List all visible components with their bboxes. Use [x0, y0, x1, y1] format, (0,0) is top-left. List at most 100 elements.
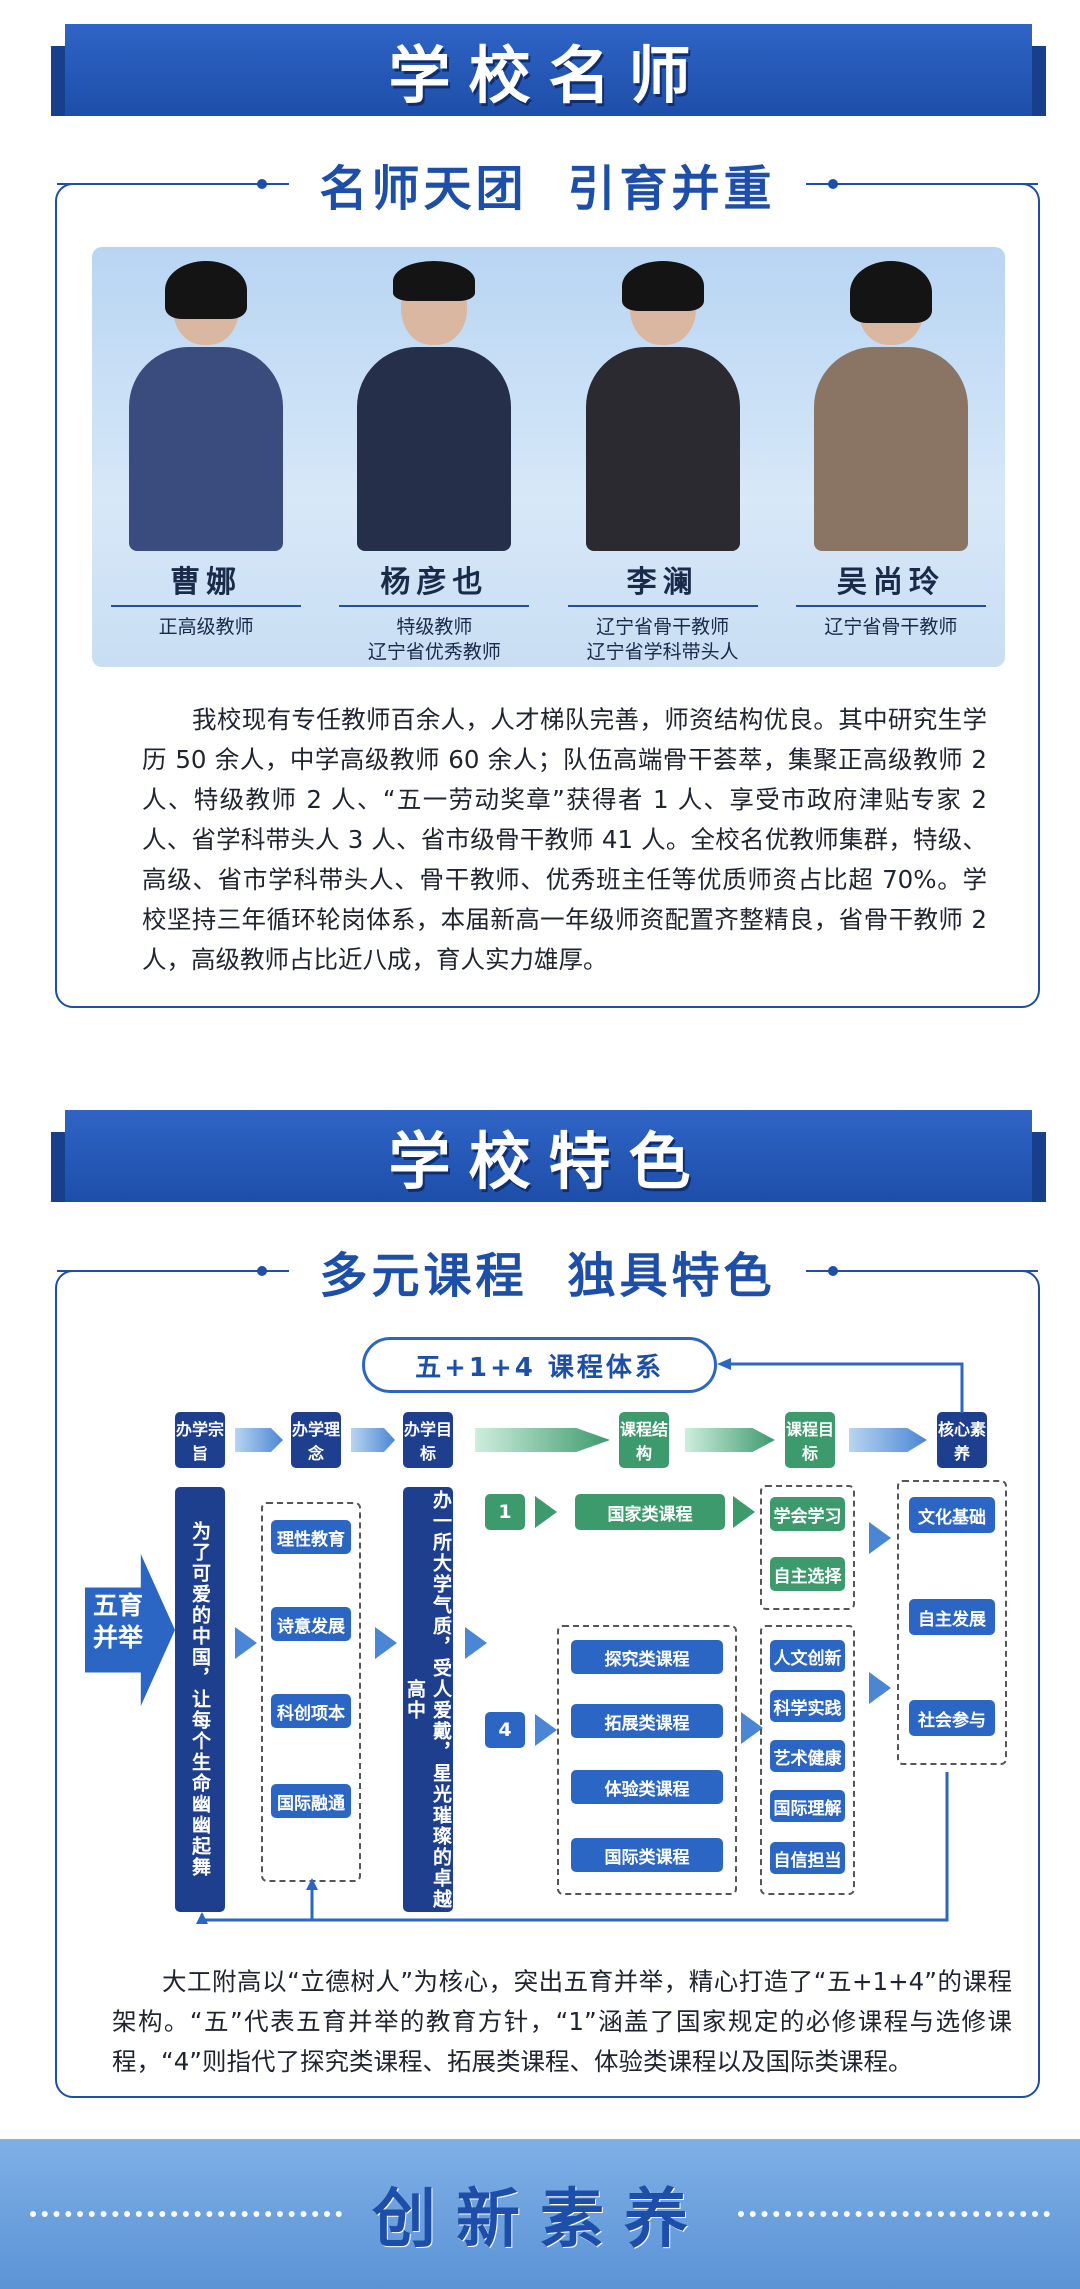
heading-dot-right — [827, 1266, 838, 1276]
teacher-name: 吴尚玲 — [795, 557, 986, 607]
target-item: 自信担当 — [770, 1842, 845, 1874]
targets-one-group — [760, 1485, 855, 1610]
flow-arrow — [235, 1627, 257, 1659]
course-item: 国际类课程 — [571, 1838, 723, 1872]
header-idea: 办学理念 — [291, 1412, 341, 1468]
teacher-role: 特级教师 — [396, 616, 473, 638]
teacher-gallery: 曹娜 正高级教师 杨彦也 特级教师 辽宁省优秀教师 李澜 辽宁省骨干教师 辽宁省… — [92, 247, 1005, 667]
idea-item: 国际融通 — [271, 1784, 351, 1818]
flow-arrow — [465, 1627, 487, 1659]
subtitle-left: 多元课程 — [319, 1248, 528, 1304]
teacher-name: 杨彦也 — [339, 557, 530, 607]
frame-heading: 多元课程独具特色 — [57, 1236, 1038, 1306]
target-item: 国际理解 — [770, 1790, 845, 1822]
teacher-role: 辽宁省骨干教师 — [824, 616, 958, 638]
decor-dots-right — [738, 2211, 1050, 2217]
header-structure: 课程结构 — [619, 1412, 669, 1468]
course-item: 体验类课程 — [571, 1770, 723, 1804]
banner-teachers: 学校名师 — [51, 24, 1046, 116]
five-education-label: 五育并举 — [92, 1591, 143, 1652]
subtitle-right: 独具特色 — [567, 1248, 776, 1304]
features-paragraph: 大工附高以“立德树人”为核心，突出五育并举，精心打造了“五+1+4”的课程架构。… — [112, 1967, 1012, 2076]
idea-item: 诗意发展 — [271, 1607, 351, 1641]
heading-line-right — [859, 1270, 1038, 1272]
heading-dot-left — [257, 179, 268, 189]
flow-arrow — [869, 1672, 891, 1704]
subtitle-right: 引育并重 — [567, 161, 776, 217]
mission-statement: 为了可爱的中国，让每个生命幽幽起舞 — [175, 1487, 225, 1912]
teacher-photo — [806, 261, 976, 551]
flow-arrow — [375, 1627, 397, 1659]
teacher-photo — [578, 261, 748, 551]
course-count-four: 4 — [485, 1712, 525, 1748]
header-goal: 办学目标 — [403, 1412, 453, 1468]
target-item: 科学实践 — [770, 1690, 845, 1722]
idea-item: 理性教育 — [271, 1520, 351, 1554]
teacher-name: 曹娜 — [111, 557, 302, 607]
banner-title: 学校特色 — [388, 1125, 709, 1198]
header-target: 课程目标 — [785, 1412, 835, 1468]
teacher-hair — [621, 261, 704, 311]
course-system-diagram: 五+1+4 课程体系 办学宗旨 办学理念 办学目标 课程结构 课程目标 核心素养… — [57, 1272, 1042, 1972]
teacher-photo — [349, 261, 519, 551]
flow-arrow — [741, 1712, 763, 1744]
frame-heading: 名师天团引育并重 — [57, 149, 1038, 219]
section-subtitle: 名师天团引育并重 — [289, 149, 806, 219]
banner-title: 学校名师 — [388, 39, 709, 112]
targets-four-group — [760, 1625, 855, 1895]
features-frame: 多元课程独具特色 五+1+4 课程体系 办学宗旨 办学理念 办学目标 课程结构 … — [55, 1236, 1042, 2098]
feedback-arrow-top — [717, 1358, 964, 1413]
flow-arrow — [733, 1496, 755, 1528]
teacher-hair — [849, 261, 932, 323]
heading-line-left — [57, 1270, 236, 1272]
teacher-coat — [357, 347, 512, 551]
teacher-hair — [165, 261, 248, 319]
competency-item: 社会参与 — [909, 1700, 995, 1736]
teachers-frame: 名师天团引育并重 曹娜 正高级教师 杨彦也 特级教师 辽宁省优秀教师 — [55, 149, 1040, 1008]
teacher-card: 杨彦也 特级教师 辽宁省优秀教师 — [329, 247, 539, 667]
teacher-hair — [393, 261, 476, 301]
teacher-coat — [813, 347, 968, 551]
teacher-card: 曹娜 正高级教师 — [101, 247, 311, 667]
feedback-arrow-bottom — [196, 1772, 949, 1924]
decor-dots-left — [30, 2211, 342, 2217]
competency-item: 文化基础 — [909, 1497, 995, 1533]
banner-innovation: 创新素养 — [0, 2139, 1080, 2289]
header-arrow — [685, 1428, 775, 1452]
competencies-group — [897, 1480, 1007, 1765]
teacher-role: 辽宁省学科带头人 — [586, 641, 739, 663]
idea-item: 科创项本 — [271, 1694, 351, 1728]
header-mission: 办学宗旨 — [175, 1412, 225, 1468]
diagram-title: 五+1+4 课程体系 — [362, 1337, 717, 1393]
flow-arrow — [535, 1714, 557, 1746]
header-arrow — [849, 1428, 927, 1452]
competency-item: 自主发展 — [909, 1599, 995, 1635]
target-item: 自主选择 — [770, 1557, 845, 1591]
flow-arrow — [535, 1496, 557, 1528]
teacher-role: 正高级教师 — [158, 616, 254, 638]
teacher-photo — [121, 261, 291, 551]
section-subtitle: 多元课程独具特色 — [289, 1236, 806, 1306]
header-competency: 核心素养 — [937, 1412, 987, 1468]
course-item: 拓展类课程 — [571, 1704, 723, 1738]
courses-four-group — [557, 1625, 737, 1895]
banner-features: 学校特色 — [51, 1110, 1046, 1202]
teachers-paragraph: 我校现有专任教师百余人，人才梯队完善，师资结构优良。其中研究生学历 50 余人，… — [142, 705, 987, 974]
header-arrow — [351, 1428, 395, 1452]
national-courses: 国家类课程 — [575, 1494, 725, 1530]
header-arrow — [475, 1428, 610, 1452]
heading-dot-right — [827, 179, 838, 189]
heading-line-right — [859, 183, 1038, 185]
teacher-coat — [585, 347, 740, 551]
course-item: 探究类课程 — [571, 1640, 723, 1674]
course-count-one: 1 — [485, 1494, 525, 1530]
banner-title: 创新素养 — [372, 2182, 708, 2257]
teacher-role: 辽宁省骨干教师 — [596, 616, 730, 638]
teacher-name: 李澜 — [567, 557, 758, 607]
target-item: 学会学习 — [770, 1497, 845, 1531]
school-goal: 办一所大学气质，受人爱戴，星光璀璨的卓越高中 — [403, 1487, 453, 1912]
subtitle-left: 名师天团 — [319, 161, 528, 217]
heading-dot-left — [257, 1266, 268, 1276]
teacher-card: 李澜 辽宁省骨干教师 辽宁省学科带头人 — [558, 247, 768, 667]
target-item: 人文创新 — [770, 1640, 845, 1672]
